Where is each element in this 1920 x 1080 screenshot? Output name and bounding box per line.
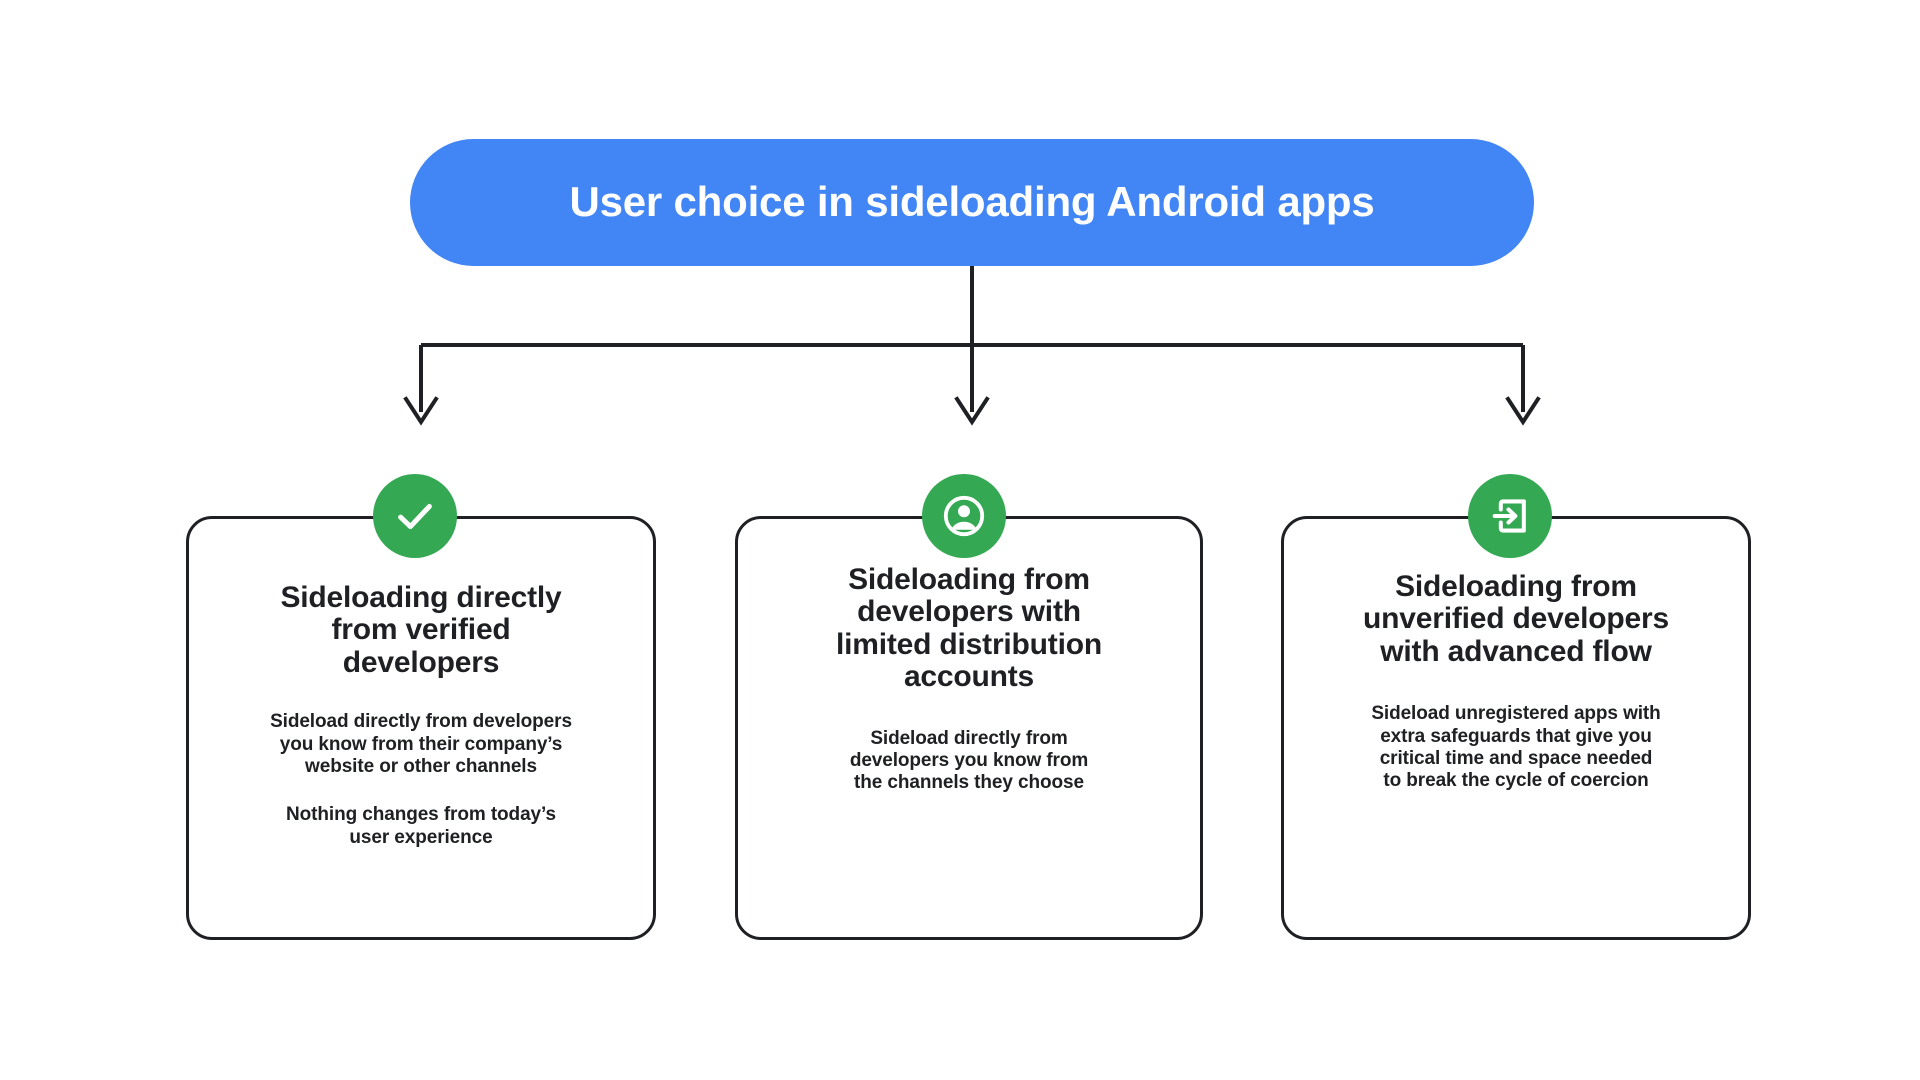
branch-card-unverified-advanced-flow: Sideloading from unverified developers w… [1281,516,1751,940]
branch-card-verified-developers: Sideloading directly from verified devel… [186,516,656,940]
check-circle-icon [373,474,457,558]
branch-card-title: Sideloading from developers with limited… [836,563,1102,694]
login-arrow-box-icon [1468,474,1552,558]
arrowhead-right [1505,396,1541,426]
branch-card-paragraph: Nothing changes from today’s user experi… [286,804,556,848]
branch-card-paragraph: Sideload directly from developers you kn… [270,711,572,777]
branch-card-title: Sideloading directly from verified devel… [280,581,562,679]
arrowhead-middle [954,396,990,426]
branch-card-limited-distribution: Sideloading from developers with limited… [735,516,1203,940]
branch-card-title: Sideloading from unverified developers w… [1363,570,1669,668]
branch-card-paragraph: Sideload directly from developers you kn… [849,727,1089,794]
root-node-title: User choice in sideloading Android apps [569,178,1375,226]
root-node-user-choice: User choice in sideloading Android apps [410,139,1534,266]
branch-card-paragraph: Sideload unregistered apps with extra sa… [1371,703,1661,792]
account-circle-icon [922,474,1006,558]
arrowhead-left [403,396,439,426]
